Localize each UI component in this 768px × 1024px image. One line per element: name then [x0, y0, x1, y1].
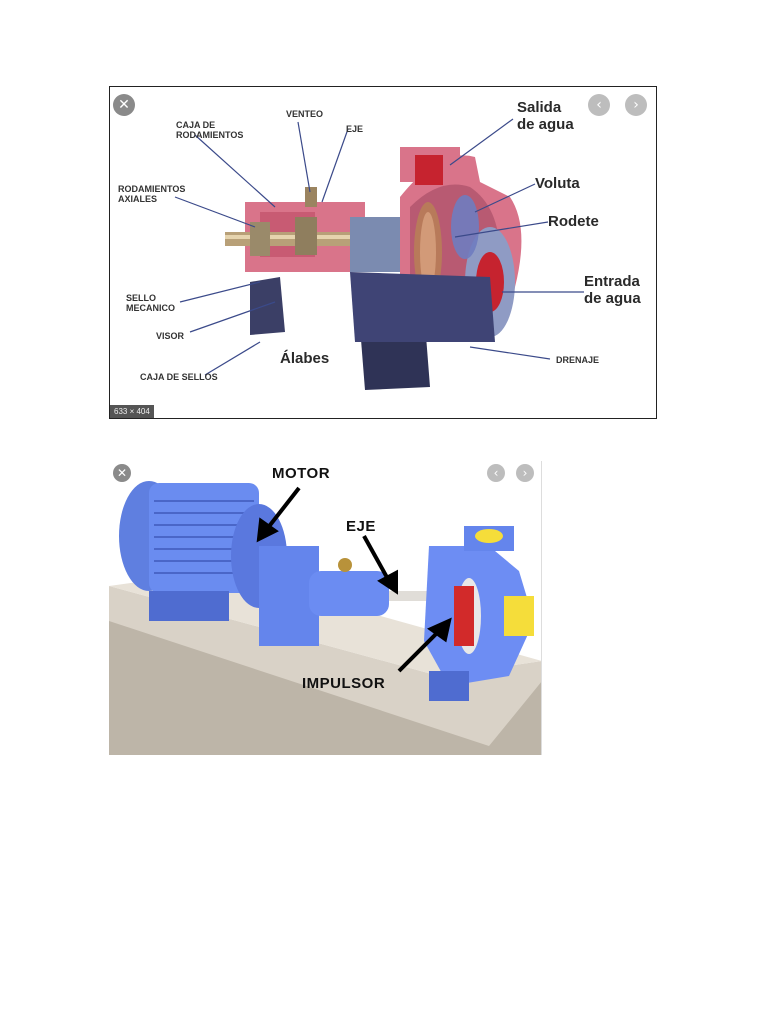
- label-caja-sellos: CAJA DE SELLOS: [140, 372, 218, 382]
- label-venteo: VENTEO: [286, 109, 324, 119]
- prev-image-icon[interactable]: ‹: [487, 464, 505, 482]
- image-dimensions-badge: 633 × 404: [110, 405, 154, 418]
- label-alabes: Álabes: [280, 350, 330, 367]
- close-icon[interactable]: ✕: [113, 464, 131, 482]
- next-image-icon[interactable]: ›: [625, 94, 647, 116]
- motor-pump-illustration: [109, 481, 541, 755]
- prev-image-icon[interactable]: ‹: [588, 94, 610, 116]
- label-rodete: Rodete: [548, 213, 599, 230]
- label-salida-agua: Salida de agua: [517, 99, 574, 133]
- label-sello-mecanico: SELLO MECANICO: [126, 293, 175, 313]
- label-impulsor: IMPULSOR: [302, 675, 386, 692]
- label-rodamientos-axiales: RODAMIENTOS AXIALES: [118, 184, 186, 204]
- next-image-icon[interactable]: ›: [516, 464, 534, 482]
- label-drenaje: DRENAJE: [556, 355, 600, 365]
- label-entrada-agua: Entrada de agua: [584, 273, 641, 307]
- label-visor: VISOR: [156, 331, 185, 341]
- pump-cutaway-illustration: [174, 118, 584, 390]
- motor-pump-figure: ✕ ‹ › MOTOR EJE IMPULSOR: [109, 461, 542, 755]
- label-caja-rodamientos: CAJA DE RODAMIENTOS: [176, 120, 244, 140]
- label-eje-motor: EJE: [346, 518, 376, 535]
- label-voluta: Voluta: [535, 175, 580, 192]
- close-icon[interactable]: ✕: [113, 94, 135, 116]
- pump-cutaway-figure: ✕ ‹ › CAJA DE RODAMIENTOS VENTEO EJE Sal…: [109, 86, 657, 419]
- label-eje: EJE: [346, 124, 364, 134]
- label-motor: MOTOR: [272, 465, 331, 482]
